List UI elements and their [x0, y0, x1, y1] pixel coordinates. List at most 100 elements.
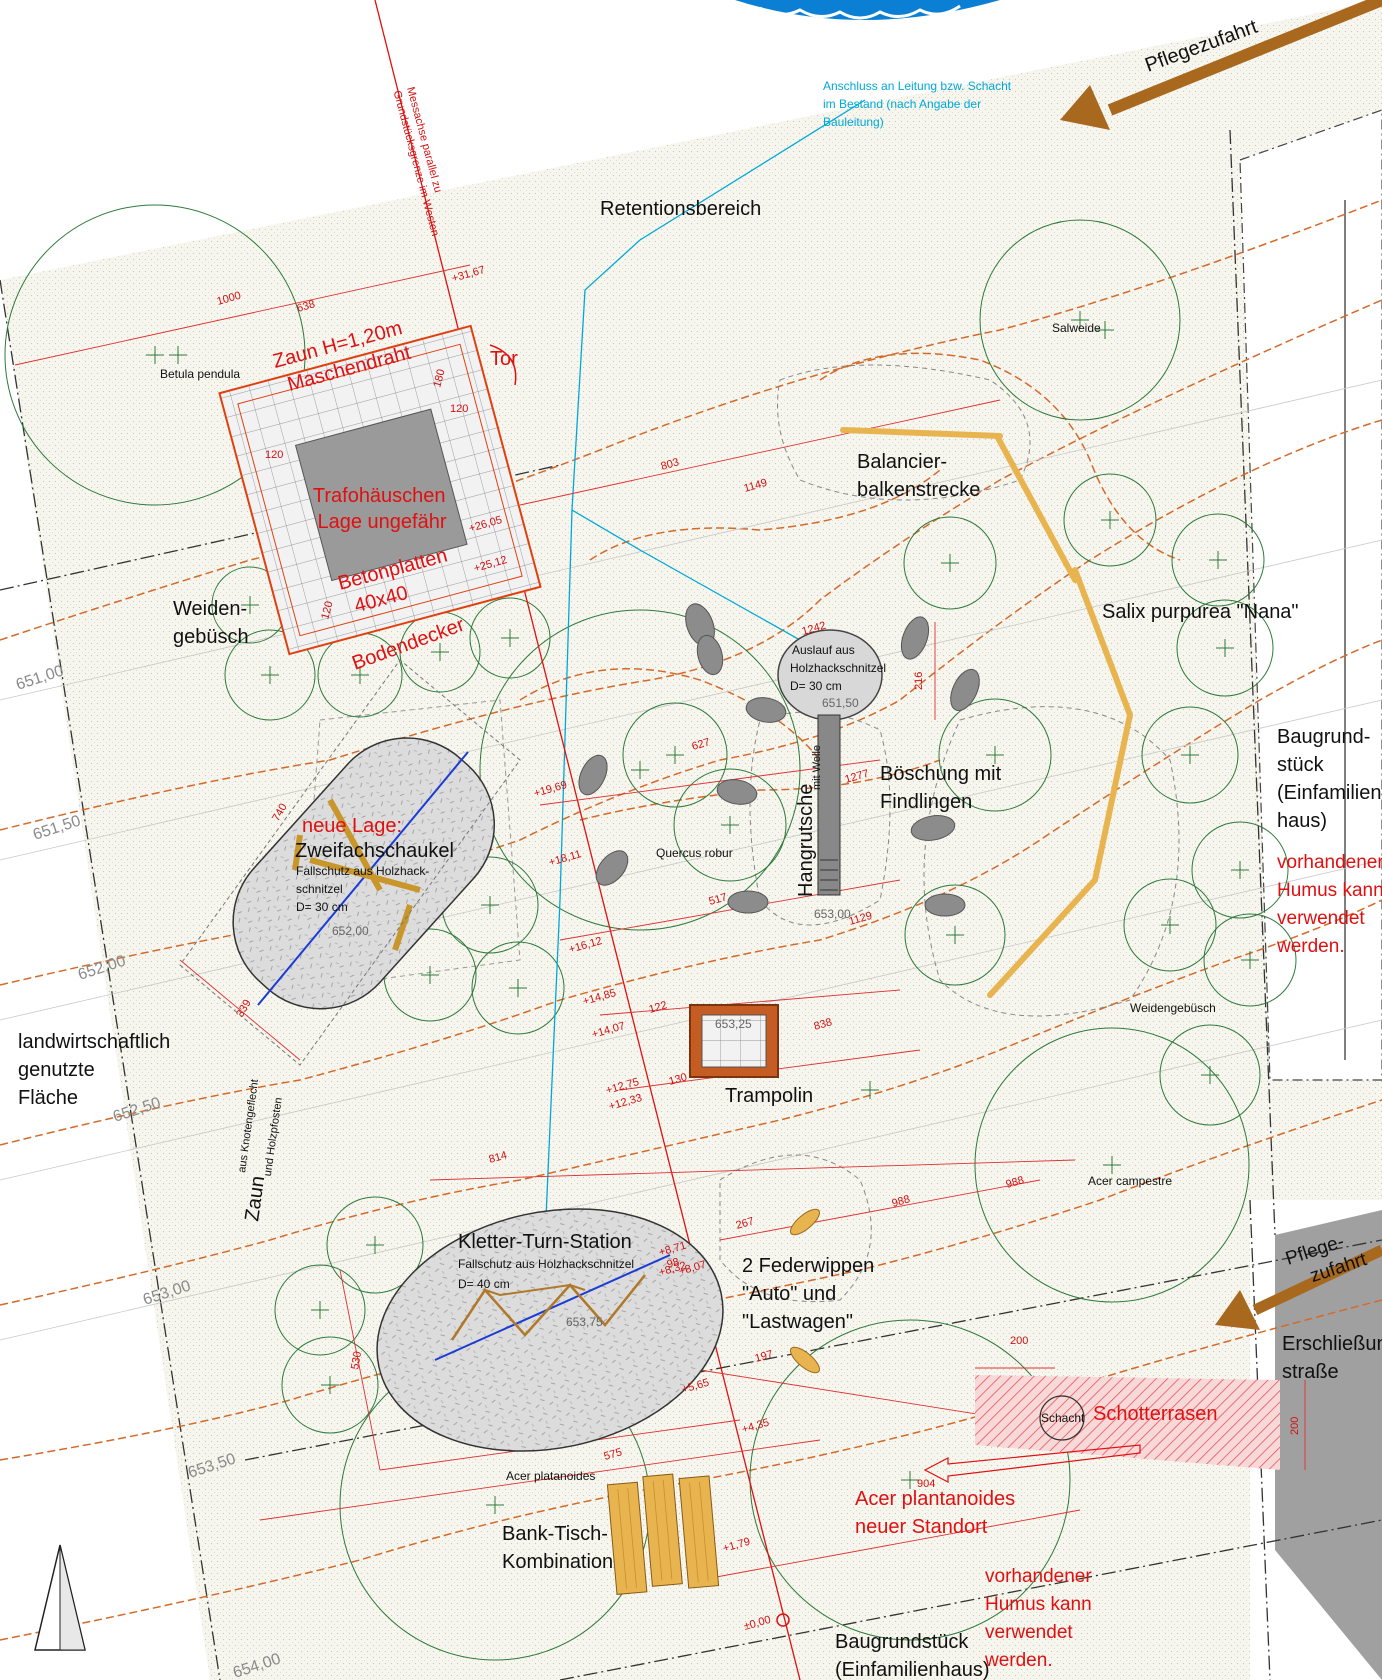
salix-label: Salix purpurea "Nana"	[1102, 601, 1299, 623]
tree-trunk-mark	[486, 1496, 504, 1514]
dimension-lines	[14, 264, 1306, 1581]
tree-canopy	[938, 698, 1052, 812]
betula-label: Betula pendula	[160, 367, 240, 381]
tree-trunk-mark	[431, 643, 449, 661]
boulder	[716, 779, 758, 805]
contour-line	[819, 352, 1181, 561]
schacht-circle	[1039, 1395, 1085, 1441]
humus-bottom-label: vorhandener Humus kann verwendet werden.	[984, 1566, 1097, 1671]
tree-canopy	[326, 1196, 424, 1294]
tree-trunk-mark	[721, 816, 739, 834]
kletter-label: Kletter-Turn-Station	[458, 1231, 632, 1253]
boulder	[696, 634, 724, 676]
swing-frame	[292, 798, 421, 951]
distance-label: 575	[603, 1446, 624, 1463]
swing-axis	[257, 751, 469, 1006]
schotterrasen-label: Schotterrasen	[1093, 1403, 1218, 1425]
trafo-enclosure	[218, 324, 542, 656]
tree-trunk-mark	[1101, 511, 1119, 529]
contour-line	[519, 668, 821, 761]
tree-trunk-mark	[1096, 321, 1114, 339]
tree-trunk-mark	[1161, 916, 1179, 934]
bank-label: Bank-Tisch- Kombination	[502, 1523, 614, 1573]
distance-label: 803	[660, 456, 681, 473]
tree-trunk-mark	[241, 596, 259, 614]
climbing-frame	[450, 1274, 646, 1341]
trafo-dim-120b: 120	[265, 449, 283, 461]
tree-trunk-mark	[146, 346, 164, 364]
tree-trunk-mark	[1103, 1156, 1121, 1174]
hangrutsche-sub: mit Welle	[811, 745, 823, 790]
tree-trunk-mark	[901, 1471, 919, 1489]
trafo-house-label: Trafohäuschen Lage ungefähr	[313, 485, 451, 533]
trampolin-label: Trampolin	[725, 1085, 813, 1107]
trafo-dim-120c: 120	[319, 600, 335, 621]
tree-trunk-mark	[941, 554, 959, 572]
tree-canopy	[471, 941, 565, 1035]
weidengebuesch-right-label: Weidengebüsch	[1130, 1001, 1216, 1015]
quercus-label: Quercus robur	[656, 846, 733, 860]
swing-dashed-outline	[179, 659, 521, 1066]
tree-trunk-mark	[311, 1301, 329, 1319]
contour-line	[589, 469, 941, 561]
pflegezufahrt-arrowhead-bottom	[1215, 1290, 1260, 1330]
distance-label: 838	[813, 1016, 834, 1033]
auslauf-level: 651,50	[822, 696, 859, 710]
auslauf-label: Auslauf aus Holzhackschnitzel D= 30 cm	[790, 643, 889, 693]
tree-trunk-mark	[169, 346, 187, 364]
tree-canopy	[903, 516, 997, 610]
acer-move-arrow	[923, 1444, 1141, 1483]
pflegezufahrt-arrow-top	[1107, 0, 1382, 116]
distance-label: 638	[296, 298, 317, 315]
tree-canopy	[1171, 513, 1265, 607]
federwippen-label: 2 Federwippen "Auto" und "Lastwagen"	[742, 1255, 880, 1333]
climbing-frame-top	[484, 1283, 586, 1297]
pflegezufahrt-arrow-bottom	[1252, 1245, 1382, 1315]
outside-left	[0, 280, 210, 1680]
boeschung-label: Böschung mit Findlingen	[880, 763, 1007, 813]
tree-trunk-mark	[351, 666, 369, 684]
climbing-axis	[434, 1254, 671, 1361]
distance-label: 988	[1005, 1174, 1026, 1191]
anschluss-label: Anschluss an Leitung bzw. Schacht im Bes…	[823, 79, 1014, 129]
baugrund-bottom-label: Baugrundstück (Einfamilienhaus)	[835, 1631, 990, 1680]
boulder	[595, 850, 629, 886]
boulder	[924, 893, 966, 917]
contour-line	[0, 899, 1382, 1306]
weidengebuesch-left-label: Weiden- gebüsch	[173, 598, 253, 648]
acer-campestre-label: Acer campestre	[1088, 1174, 1172, 1188]
slide	[817, 714, 841, 896]
distance-label: 627	[691, 736, 712, 753]
tree-trunk-mark	[481, 896, 499, 914]
distance-label: 517	[708, 891, 729, 908]
acer-platanoides-label: Acer platanoides	[506, 1469, 595, 1483]
distance-label: 988	[891, 1193, 912, 1210]
tree-canopy	[4, 204, 306, 506]
tree-trunk-mark	[986, 746, 1004, 764]
tree-trunk-mark	[321, 1376, 339, 1394]
seesaw-lastwagen	[789, 1346, 821, 1374]
bench-table	[606, 1473, 720, 1595]
zone-outlines	[299, 364, 1180, 1303]
distance-label: 814	[488, 1149, 509, 1166]
tree-trunk-mark	[1071, 311, 1089, 329]
boulder	[727, 890, 769, 914]
dim-200-horizontal: 200	[1010, 1335, 1028, 1347]
tree-trunk-mark	[366, 1236, 384, 1254]
trafo-tor-label: Tor	[490, 348, 518, 370]
kletter-sub: Fallschutz aus Holzhackschnitzel D= 40 c…	[458, 1257, 637, 1291]
tree-canopy	[1063, 473, 1157, 567]
tree-trunk-mark	[666, 746, 684, 764]
pflegezufahrt-arrowhead-top	[1060, 85, 1110, 130]
tree-trunk-mark	[501, 629, 519, 647]
distance-label: 904	[917, 1478, 935, 1490]
pond	[735, 0, 1000, 20]
humus-top-label: vorhandener Humus kann verwendet werden.	[1276, 852, 1382, 957]
tree-trunk-mark	[1231, 861, 1249, 879]
pond-waves	[759, 4, 961, 20]
tree-trunk-mark	[631, 761, 649, 779]
distance-label: 216	[913, 672, 925, 690]
landwirtschaft-label: landwirtschaftlich genutzte Fläche	[18, 1031, 176, 1109]
zero-point	[776, 1613, 790, 1627]
tree-canopy	[673, 768, 787, 882]
